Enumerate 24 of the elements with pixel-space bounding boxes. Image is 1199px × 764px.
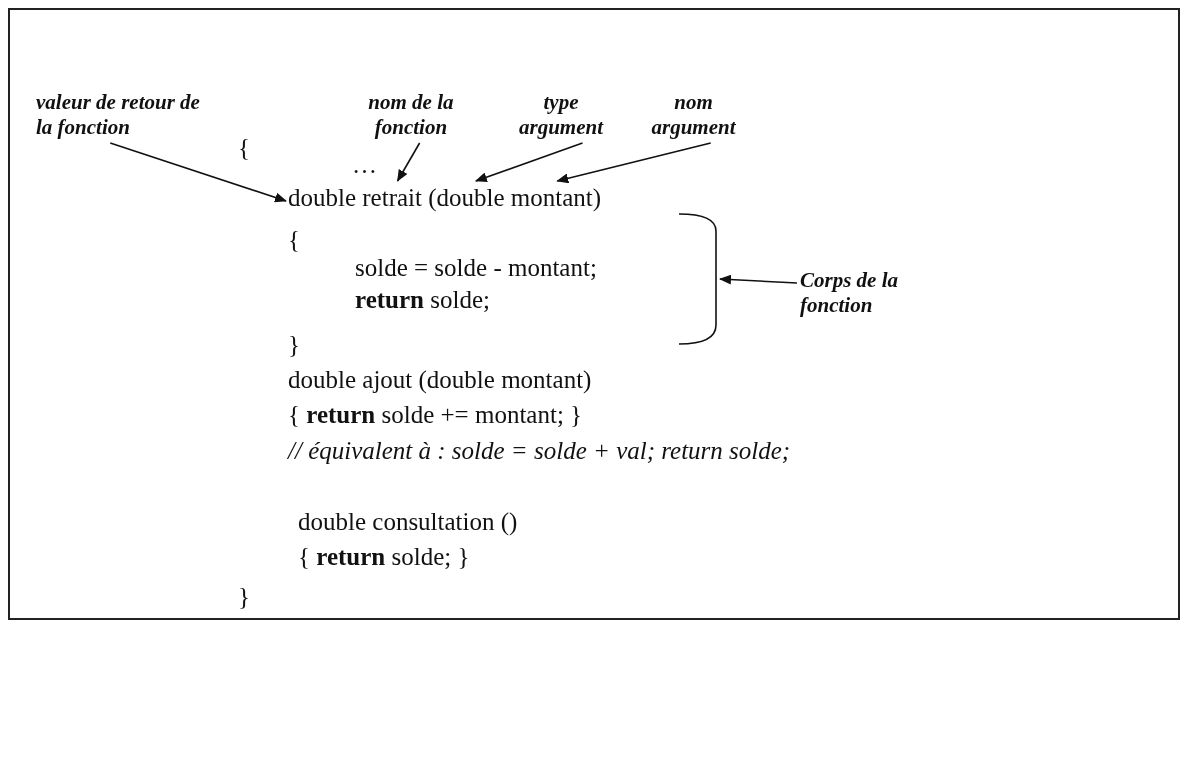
code-line: …	[352, 150, 377, 180]
annotation-text: Corps de la fonction	[800, 268, 900, 318]
leader-arrow	[556, 142, 712, 184]
annotation-text: valeur de retour de la fonction	[36, 90, 201, 140]
annotation-text: nom argument	[650, 90, 737, 140]
leader-arrow	[719, 274, 798, 285]
code-line: return solde;	[355, 285, 490, 315]
code-line: }	[288, 330, 300, 360]
leader-arrow	[474, 142, 584, 182]
code-line: solde = solde - montant;	[355, 253, 597, 283]
annotation-text: type argument	[518, 90, 604, 140]
leader-arrow	[396, 142, 421, 182]
code-line: {	[288, 225, 300, 255]
code-line: { return solde += montant; }	[288, 400, 583, 430]
code-line: }	[238, 582, 250, 612]
code-comment: // équivalent à : solde = solde + val; return solde;	[288, 436, 791, 466]
code-line: {	[238, 133, 250, 163]
bracket	[678, 213, 718, 345]
annotation-text: nom de la fonction	[367, 90, 455, 140]
code-line: double consultation ()	[298, 507, 518, 537]
code-line: { return solde; }	[298, 542, 470, 572]
code-line: double ajout (double montant)	[288, 365, 592, 395]
leader-arrow	[109, 142, 287, 203]
code-line: double retrait (double montant)	[288, 183, 602, 213]
